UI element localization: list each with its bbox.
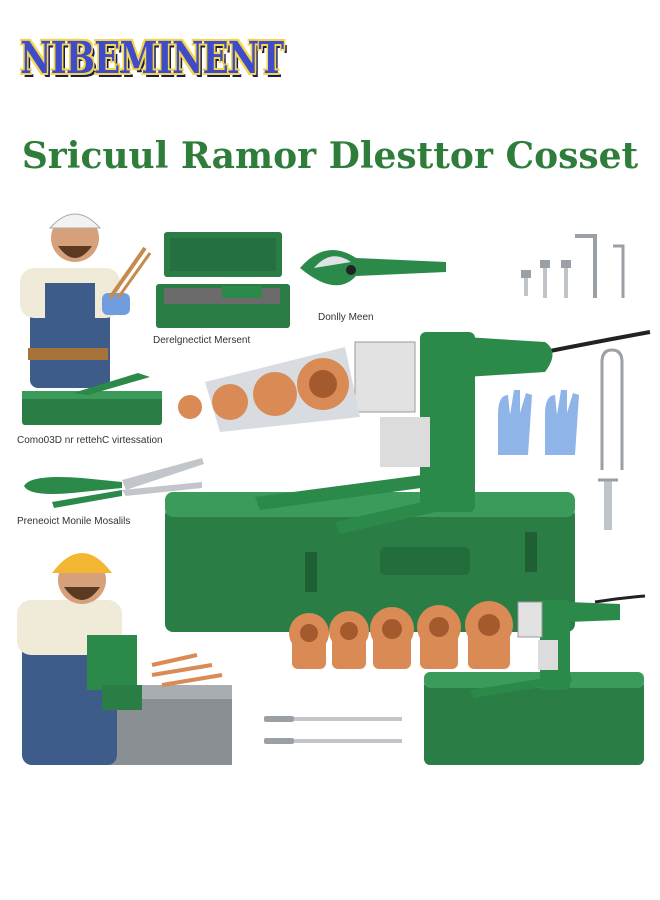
pipe-welding-machine-small — [424, 594, 646, 765]
stand-caption: Como03D nr rettehC virtessation — [17, 435, 163, 446]
welder-stand — [22, 373, 162, 425]
worker-illustration-bottom — [17, 553, 232, 765]
hook-tool — [598, 348, 624, 530]
pipe-cutter — [300, 250, 446, 286]
hex-keys-and-bolts — [521, 234, 625, 298]
drill-bits — [264, 716, 402, 744]
pipe-welding-machine — [165, 330, 651, 632]
pliers — [24, 458, 204, 508]
open-tool-case — [156, 232, 290, 328]
copper-sockets — [289, 601, 513, 669]
work-gloves — [498, 390, 579, 455]
page-title: Sricuul Ramor Dlesttor Cosset — [21, 135, 639, 177]
brand-logo: NIBEMINENT — [20, 33, 284, 84]
case-caption: Derelgnectict Mersent — [153, 335, 251, 346]
cutter-caption: Donlly Meen — [318, 312, 374, 323]
worker-illustration-top — [20, 213, 152, 388]
pliers-caption: Preneoict Monile Mosalils — [17, 516, 131, 527]
